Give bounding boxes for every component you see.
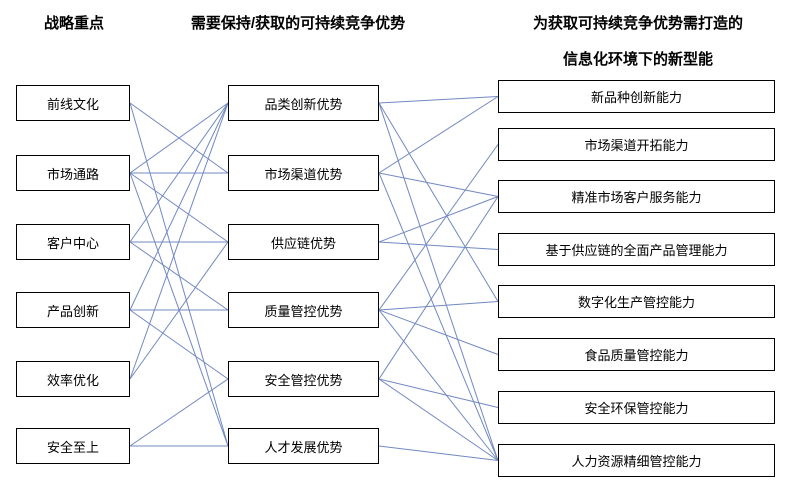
connector-line <box>129 102 229 174</box>
connector-line <box>378 144 499 311</box>
diagram-box: 产品创新 <box>16 292 130 328</box>
connector-line <box>378 196 499 380</box>
connector-line <box>129 241 229 380</box>
diagram-box: 数字化生产管控能力 <box>498 285 775 318</box>
diagram-box: 人力资源精细管控能力 <box>498 444 775 477</box>
connector-line <box>129 309 229 380</box>
diagram-box: 市场通路 <box>16 155 130 191</box>
connector-line <box>129 378 229 447</box>
connector-line <box>129 241 229 311</box>
connector-line <box>378 196 499 243</box>
diagram-box: 精准市场客户服务能力 <box>498 180 775 213</box>
diagram-box: 安全环保管控能力 <box>498 391 775 424</box>
connector-line <box>129 102 229 243</box>
connector-line <box>378 309 499 461</box>
diagram-box: 客户中心 <box>16 224 130 260</box>
connector-line <box>378 172 499 461</box>
connector-line <box>378 96 499 104</box>
column-header-capabilities-line1: 为获取可持续竞争优势需打造的 <box>532 15 744 32</box>
connector-line <box>378 96 499 174</box>
connector-line <box>378 445 499 461</box>
connector-line <box>129 102 229 311</box>
connector-line <box>378 102 499 302</box>
diagram-box: 人才发展优势 <box>228 428 379 464</box>
diagram-box: 市场渠道优势 <box>228 155 379 191</box>
connector-line <box>378 378 499 461</box>
connector-line <box>378 241 499 250</box>
diagram-box: 前线文化 <box>16 85 130 121</box>
connector-line <box>378 172 499 197</box>
diagram-box: 供应链优势 <box>228 224 379 260</box>
column-header-strategy: 战略重点 <box>43 15 105 32</box>
connector-line <box>129 102 229 380</box>
diagram-box: 效率优化 <box>16 361 130 397</box>
diagram-box: 基于供应链的全面产品管理能力 <box>498 233 775 266</box>
column-header-capabilities-line2: 信息化环境下的新型能 <box>562 51 714 68</box>
diagram-box: 食品质量管控能力 <box>498 338 775 371</box>
connector-line <box>378 309 499 355</box>
connector-line <box>129 102 229 447</box>
column-header-advantages: 需要保持/获取的可持续竞争优势 <box>190 15 406 32</box>
diagram-box: 新品种创新能力 <box>498 80 775 113</box>
diagram-box: 市场渠道开拓能力 <box>498 128 775 161</box>
diagram-box: 质量管控优势 <box>228 292 379 328</box>
diagram-box: 安全至上 <box>16 428 130 464</box>
diagram-box: 品类创新优势 <box>228 85 379 121</box>
connector-line <box>378 102 499 461</box>
connector-line <box>378 301 499 311</box>
connector-line <box>378 378 499 408</box>
diagram-box: 安全管控优势 <box>228 361 379 397</box>
